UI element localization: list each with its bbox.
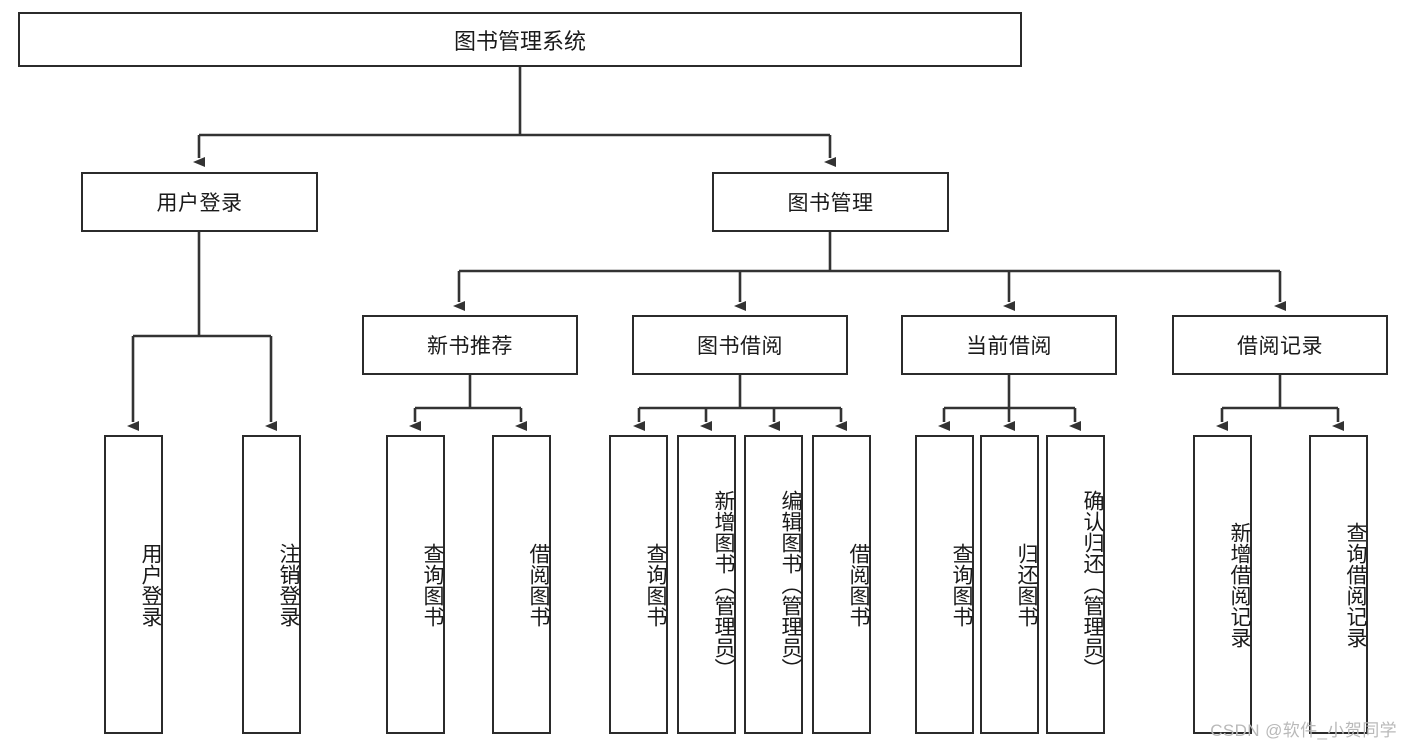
node-label: 编辑图书（管理员） xyxy=(779,490,802,679)
node-label: 借阅记录 xyxy=(1237,335,1323,358)
node-label: 当前借阅 xyxy=(966,335,1052,358)
leaf-logout[interactable]: 注销登录 xyxy=(242,435,301,734)
node-label: 确认归还（管理员） xyxy=(1081,490,1104,679)
node-label: 查询图书 xyxy=(644,542,667,627)
leaf-edit-book-admin[interactable]: 编辑图书（管理员） xyxy=(744,435,803,734)
leaf-confirm-return-admin[interactable]: 确认归还（管理员） xyxy=(1046,435,1105,734)
leaf-query-borrow-record[interactable]: 查询借阅记录 xyxy=(1309,435,1368,734)
node-label: 查询借阅记录 xyxy=(1344,521,1367,648)
csdn-watermark: CSDN @软件_小贺同学 xyxy=(1210,721,1397,740)
leaf-borrow-book[interactable]: 借阅图书 xyxy=(812,435,871,734)
node-label: 图书管理 xyxy=(787,192,874,215)
node-label: 借阅图书 xyxy=(527,542,550,627)
node-label: 用户登录 xyxy=(156,192,243,215)
node-label: 新增借阅记录 xyxy=(1228,521,1251,648)
leaf-add-book-admin[interactable]: 新增图书（管理员） xyxy=(677,435,736,734)
node-label: 图书管理系统 xyxy=(453,28,586,54)
leaf-query-book-rec[interactable]: 查询图书 xyxy=(386,435,445,734)
node-book-borrow[interactable]: 图书借阅 xyxy=(632,315,848,375)
node-label: 查询图书 xyxy=(421,542,444,627)
node-label: 注销登录 xyxy=(277,542,300,627)
node-borrow-records[interactable]: 借阅记录 xyxy=(1172,315,1388,375)
node-label: 借阅图书 xyxy=(847,542,870,627)
node-label: 归还图书 xyxy=(1015,542,1038,627)
leaf-add-borrow-record[interactable]: 新增借阅记录 xyxy=(1193,435,1252,734)
leaf-borrow-book-rec[interactable]: 借阅图书 xyxy=(492,435,551,734)
leaf-query-book-current[interactable]: 查询图书 xyxy=(915,435,974,734)
node-root-system[interactable]: 图书管理系统 xyxy=(18,12,1022,67)
node-label: 查询图书 xyxy=(950,542,973,627)
node-label: 图书借阅 xyxy=(697,335,783,358)
node-label: 用户登录 xyxy=(139,542,162,627)
node-current-borrow[interactable]: 当前借阅 xyxy=(901,315,1117,375)
leaf-user-login[interactable]: 用户登录 xyxy=(104,435,163,734)
node-new-book-recommend[interactable]: 新书推荐 xyxy=(362,315,578,375)
leaf-return-book[interactable]: 归还图书 xyxy=(980,435,1039,734)
node-label: 新书推荐 xyxy=(427,335,513,358)
node-label: 新增图书（管理员） xyxy=(712,490,735,679)
node-user-login[interactable]: 用户登录 xyxy=(81,172,318,232)
leaf-query-book-borrow[interactable]: 查询图书 xyxy=(609,435,668,734)
node-book-management[interactable]: 图书管理 xyxy=(712,172,949,232)
